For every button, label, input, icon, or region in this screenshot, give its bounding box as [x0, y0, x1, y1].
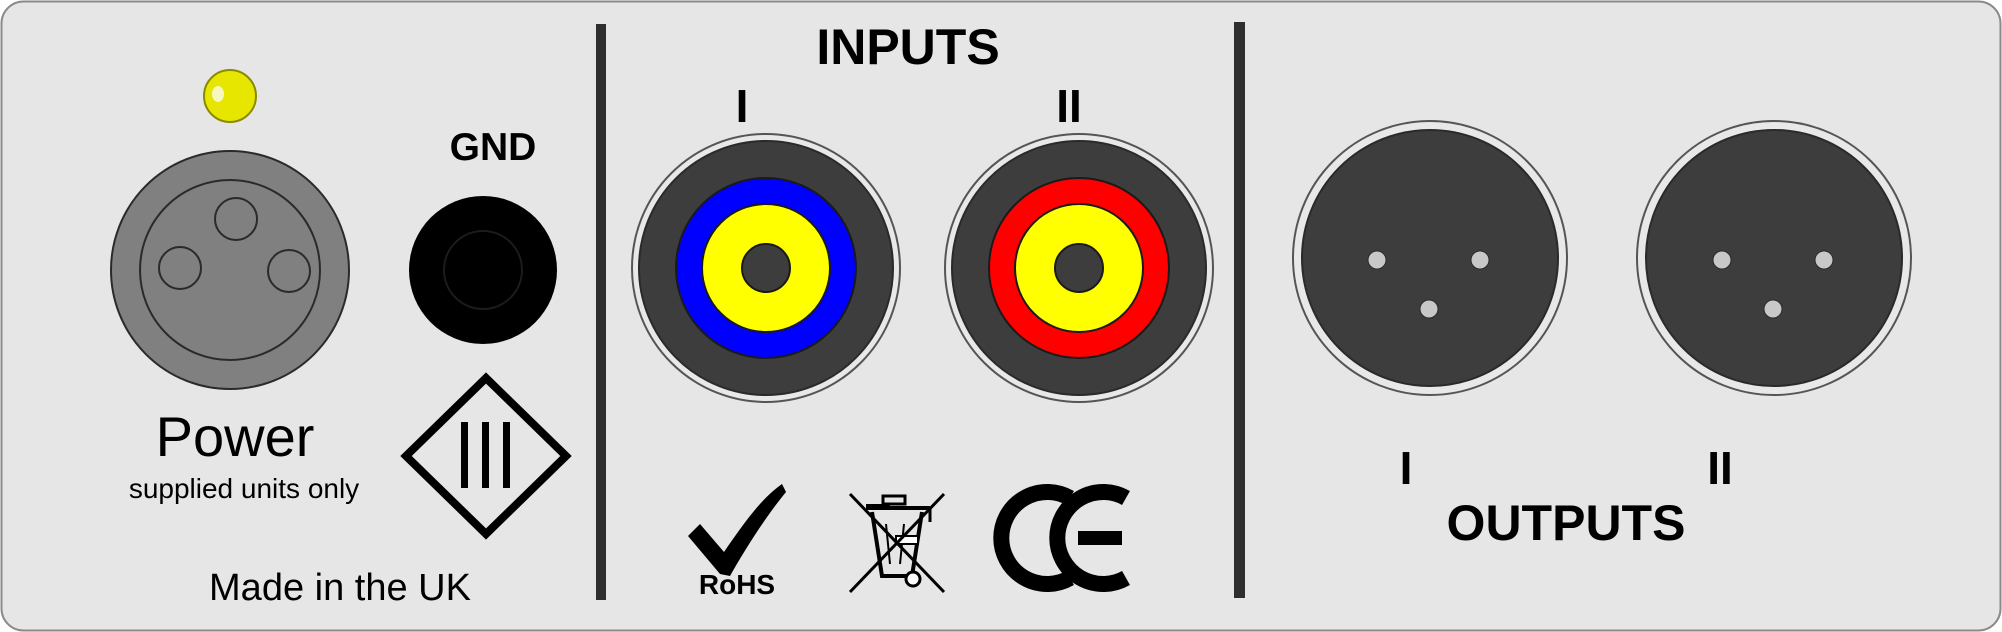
output-1-connector[interactable] [1292, 120, 1568, 396]
output-2-pin-1 [1712, 250, 1732, 270]
output-1-label: I [1400, 442, 1413, 494]
divider-right [1234, 22, 1245, 598]
input-2-label: II [1056, 80, 1082, 132]
power-note: supplied units only [129, 473, 359, 504]
power-led [203, 69, 257, 123]
ground-label: GND [450, 126, 537, 169]
input-1-label: I [736, 80, 749, 132]
rohs-label: RoHS [699, 569, 775, 600]
output-1-pin-3 [1419, 299, 1439, 319]
power-pin-1 [158, 246, 202, 290]
output-2-pin-2 [1814, 250, 1834, 270]
output-1-pin-1 [1367, 250, 1387, 270]
made-in-label: Made in the UK [209, 567, 471, 609]
output-1-pin-2 [1470, 250, 1490, 270]
ground-terminal [409, 196, 557, 344]
weee-bin-icon [848, 492, 946, 594]
input-1-connector[interactable] [631, 133, 901, 403]
outputs-title: OUTPUTS [1447, 495, 1686, 551]
ce-mark [993, 484, 1130, 592]
output-2-pin-3 [1763, 299, 1783, 319]
power-connector [110, 150, 350, 390]
power-pin-2 [214, 197, 258, 241]
output-2-connector[interactable] [1636, 120, 1912, 396]
power-label: Power [156, 405, 315, 468]
insulation-symbol [400, 372, 572, 540]
output-2-label: II [1707, 442, 1733, 494]
rohs-mark: RoHS [688, 484, 786, 600]
inputs-title: INPUTS [816, 19, 999, 75]
power-pin-3 [267, 249, 311, 293]
input-2-connector[interactable] [944, 133, 1214, 403]
divider-left [596, 24, 606, 600]
